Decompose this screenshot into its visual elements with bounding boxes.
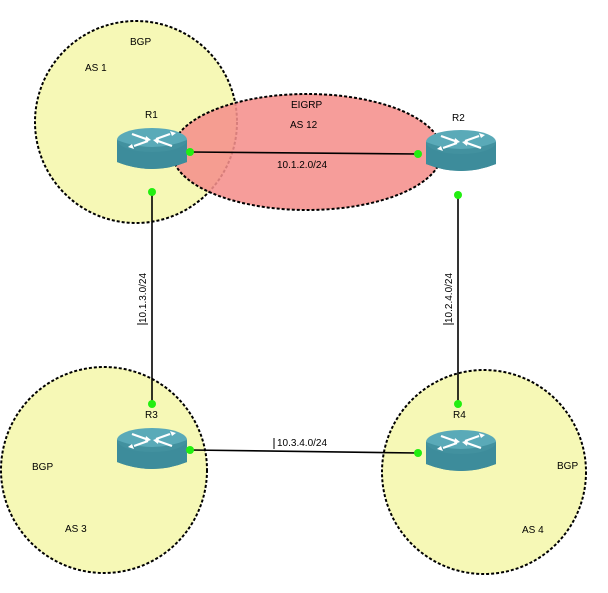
zone-as3-as-label: AS 3 bbox=[65, 524, 87, 535]
bgp-zone-as3 bbox=[0, 366, 208, 574]
router-r2-icon[interactable] bbox=[424, 128, 498, 173]
bgp-zone-as4 bbox=[381, 369, 587, 575]
zone-as1-as-label: AS 1 bbox=[85, 63, 107, 74]
router-r1-icon[interactable] bbox=[115, 126, 189, 171]
link-endpoint bbox=[414, 449, 422, 457]
router-r3-label: R3 bbox=[145, 410, 158, 421]
link-endpoint bbox=[414, 150, 422, 158]
link-r1-r2[interactable] bbox=[189, 151, 419, 155]
zone-as3-protocol: BGP bbox=[32, 462, 53, 473]
zone-as12-as-label: AS 12 bbox=[290, 120, 318, 131]
link-endpoint bbox=[454, 191, 462, 199]
link-endpoint bbox=[148, 400, 156, 408]
router-r4-label: R4 bbox=[453, 410, 466, 421]
link-r3-r4[interactable] bbox=[189, 449, 419, 454]
link-r1-r2-subnet: 10.1.2.0/24 bbox=[277, 160, 327, 171]
router-r4-icon[interactable] bbox=[424, 428, 498, 473]
link-r2-r4-subnet: 10.2.4.0/24 bbox=[444, 273, 455, 323]
router-r1-label: R1 bbox=[145, 110, 158, 121]
zone-as4-protocol: BGP bbox=[557, 461, 578, 472]
link-r3-r4-subnet: 10.3.4.0/24 bbox=[277, 438, 327, 449]
router-r2-label: R2 bbox=[452, 113, 465, 124]
zone-as12-protocol: EIGRP bbox=[291, 100, 322, 111]
link-endpoint bbox=[454, 400, 462, 408]
link-endpoint bbox=[186, 148, 194, 156]
zone-as4-as-label: AS 4 bbox=[522, 525, 544, 536]
link-endpoint bbox=[186, 446, 194, 454]
link-r1-r3-subnet: 10.1.3.0/24 bbox=[138, 273, 149, 323]
zone-as1-protocol: BGP bbox=[130, 37, 151, 48]
router-r3-icon[interactable] bbox=[115, 426, 189, 471]
link-endpoint bbox=[148, 188, 156, 196]
